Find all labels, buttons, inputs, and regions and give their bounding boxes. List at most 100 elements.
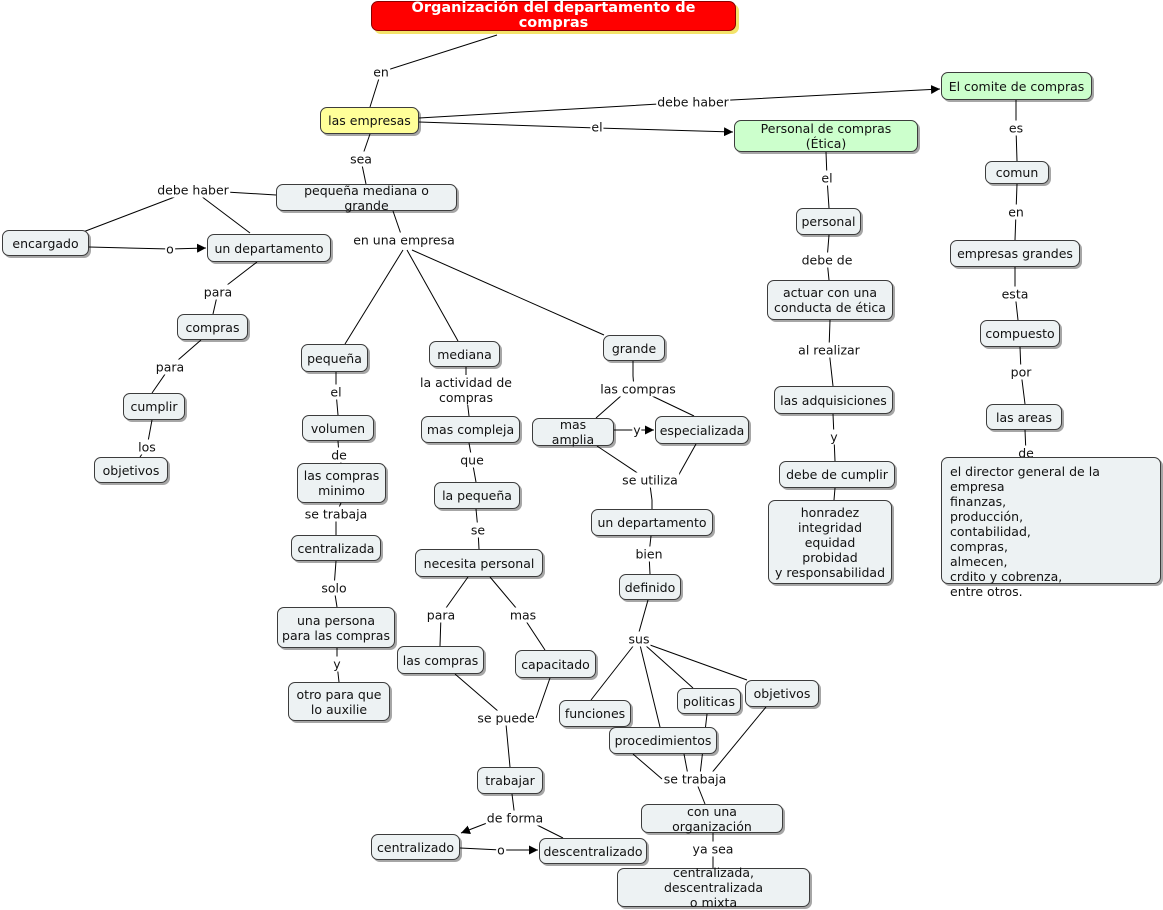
concept-trabajar[interactable]: trabajar [477,767,543,794]
concept-mas-compleja[interactable]: mas compleja [421,416,520,443]
concept-procedimientos[interactable]: procedimientos [609,727,717,754]
line-sus-funciones [590,644,635,701]
link-label-mas: mas [508,607,538,623]
concept-descentralizado[interactable]: descentralizado [539,838,647,864]
link-label-de-vol: de [330,447,348,463]
link-label-se-trabaja-right: se trabaja [662,771,728,787]
link-label-y-persona: y [332,656,342,672]
link-label-que: que [459,452,485,468]
line-sus-objetivos [649,644,748,681]
concept-centralizada[interactable]: centralizada [291,535,381,561]
link-label-para1: para [202,284,234,300]
link-label-los: los [137,439,157,455]
link-label-de-areas: de [1017,445,1035,461]
concept-necesita-personal[interactable]: necesita personal [415,549,543,577]
concept-areas-list[interactable]: el director general de la empresa finanz… [941,457,1161,599]
concept-otro-para[interactable]: otro para que lo auxilie [288,682,390,721]
link-label-ya-sea: ya sea [691,841,735,857]
concept-las-adquisiciones[interactable]: las adquisiciones [774,386,893,414]
line-proc-setrabaja [632,753,663,780]
concept-objetivos-left[interactable]: objetivos [94,457,168,483]
concept-una-persona[interactable]: una persona para las compras [277,607,395,648]
link-label-el-personal: el [820,170,834,186]
concept-las-areas[interactable]: las areas [986,404,1062,430]
link-label-solo: solo [320,580,348,596]
link-label-o-left: o [165,241,175,257]
concept-un-departamento-2[interactable]: un departamento [591,509,713,536]
link-label-las-compras-grande: las compras [599,381,677,397]
link-label-esta: esta [1000,286,1030,302]
concept-las-empresas[interactable]: las empresas [320,107,419,134]
link-label-el-vol: el [329,384,343,400]
link-label-el-top: el [590,119,604,135]
concept-cumplir[interactable]: cumplir [123,393,185,420]
concept-compras-minimo[interactable]: las compras minimo [297,463,386,503]
line-seutiliza-departamento [649,484,653,509]
link-label-se-utiliza: se utiliza [621,472,679,488]
concept-mediana[interactable]: mediana [429,341,500,367]
link-label-bien: bien [634,546,664,562]
line-sus-procedimientos [639,644,661,728]
link-label-en-una-empresa: en una empresa [352,232,456,248]
concept-especializada[interactable]: especializada [655,416,749,444]
concept-valores[interactable]: honradez integridad equidad probidad y r… [768,500,892,584]
concept-empresas-grandes[interactable]: empresas grandes [950,240,1080,267]
line-definido-sus [638,599,649,633]
link-label-para2: para [154,359,186,375]
concept-definido[interactable]: definido [619,574,681,600]
line-especializada-seutiliza [676,443,697,479]
concept-objetivos-right[interactable]: objetivos [745,680,819,707]
line-encargado-departamento [88,243,207,253]
concept-grande[interactable]: grande [603,335,665,361]
concept-compuesto[interactable]: compuesto [980,320,1060,347]
link-label-y-adq: y [829,429,839,445]
link-label-o-bottom: o [496,842,506,858]
concept-con-organizacion[interactable]: con una organización [641,804,783,834]
concept-funciones[interactable]: funciones [559,700,631,727]
concept-las-compras[interactable]: las compras [397,646,484,674]
line-capacitado-sepuede [535,677,551,719]
link-label-es: es [1007,120,1025,136]
line-objetivos-setrabaja [709,706,767,776]
concept-personal-compras[interactable]: Personal de compras (Ética) [734,120,918,152]
concept-volumen[interactable]: volumen [302,415,374,441]
link-label-actividad: la actividad de compras [418,375,514,405]
link-label-se-trabaja-left: se trabaja [303,506,369,522]
concept-politicas[interactable]: politicas [677,688,741,714]
line-lascompras-especializada [649,394,695,417]
line-lascompras-masamplia [595,394,623,419]
line-ee-grande [411,249,605,336]
concept-la-pequena[interactable]: la pequeña [434,482,520,509]
link-label-de-forma: de forma [485,810,545,826]
concept-centralizada-mixta[interactable]: centralizada, descentralizada o mixta [617,865,810,910]
concept-pequena-mediana-grande[interactable]: pequeña mediana o grande [276,183,457,213]
link-label-al-realizar: al realizar [797,342,861,358]
concept-comite-compras[interactable]: El comite de compras [941,72,1092,100]
concept-mas-amplia[interactable]: mas amplia [532,417,614,447]
concept-personal[interactable]: personal [796,208,861,235]
link-label-se: se [469,522,487,538]
line-deforma-descentralizado [534,823,564,839]
concept-capacitado[interactable]: capacitado [515,650,596,678]
link-label-se-puede: se puede [476,710,536,726]
concept-un-departamento[interactable]: un departamento [207,234,331,262]
concept-pequena[interactable]: pequeña [301,344,368,372]
link-label-en-comun: en [1007,204,1025,220]
link-label-en: en [372,64,390,80]
concept-centralizado[interactable]: centralizado [371,834,460,860]
link-label-sea: sea [349,151,373,167]
concept-actuar-etica[interactable]: actuar con una conducta de ética [767,280,893,320]
concept-compras[interactable]: compras [177,314,248,340]
link-label-debe-haber-left: debe haber [156,182,230,198]
line-empresas-personal [418,121,734,137]
line-cumplir-valores [833,487,836,501]
concept-encargado[interactable]: encargado [2,230,89,256]
concept-debe-de-cumplir[interactable]: debe de cumplir [779,461,895,488]
line-sus-politicas [644,644,694,689]
map-title: Organización del departamento de compras [371,1,736,31]
link-label-y-mid: y [632,422,642,438]
line-setrabaja-organizacion [696,783,706,805]
line-ee-mediana [406,249,459,342]
line-ee-pequena [344,249,404,345]
concept-comun[interactable]: comun [985,161,1049,184]
